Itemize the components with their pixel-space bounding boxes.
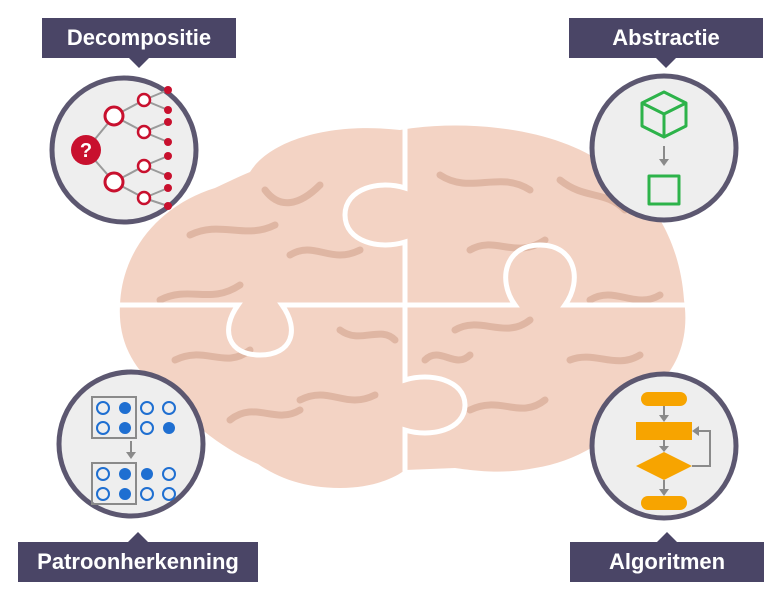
- algorithms-label: Algoritmen: [570, 532, 764, 582]
- abstraction-panel: [589, 73, 739, 223]
- puzzle-seams: [107, 122, 693, 488]
- question-tree-icon: ?: [71, 86, 172, 210]
- svg-text:?: ?: [80, 140, 92, 162]
- brain-puzzle-illustration: [107, 122, 693, 488]
- decomposition-panel: ?: [49, 75, 199, 225]
- decomposition-circle: [49, 75, 199, 225]
- down-arrow-icon: [659, 146, 669, 166]
- algorithms-panel: [589, 371, 739, 521]
- pattern-recognition-label: Patroonherkenning: [18, 532, 258, 582]
- pattern-recognition-panel: [56, 369, 206, 519]
- flowchart-icon: [636, 392, 711, 510]
- abstraction-label: Abstractie: [569, 18, 763, 68]
- dot-pattern-icon: [91, 396, 176, 505]
- cube-to-square-icon: [640, 90, 688, 206]
- decomposition-label: Decompositie: [42, 18, 236, 68]
